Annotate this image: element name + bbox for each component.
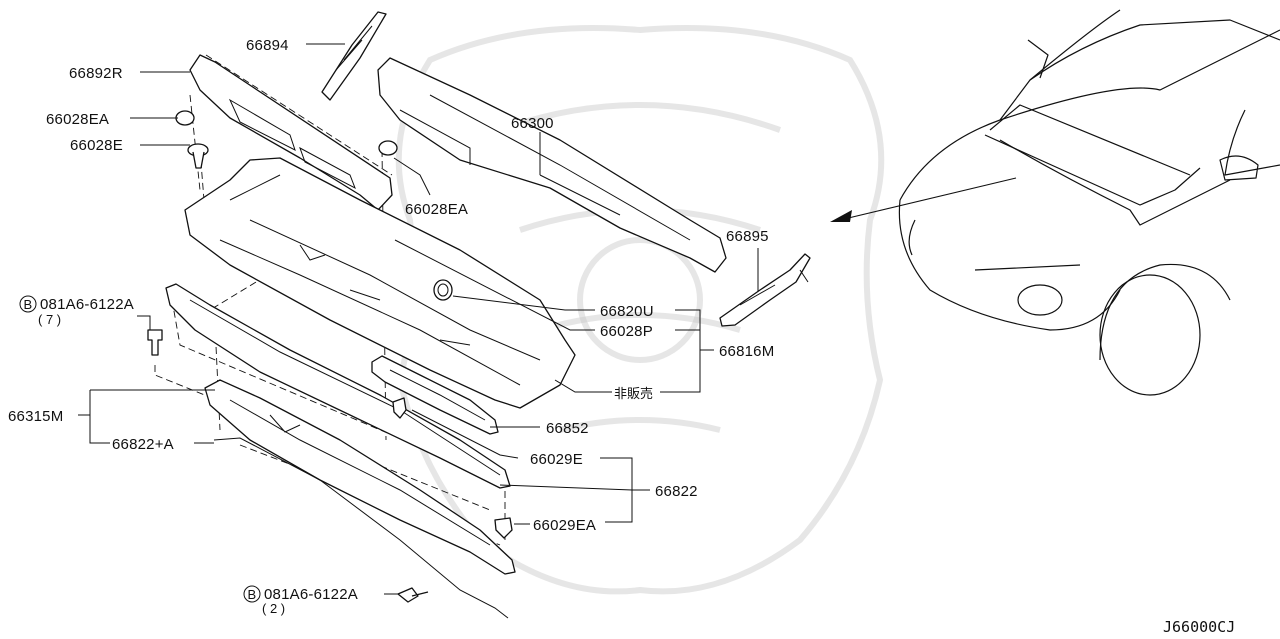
label-66892R: 66892R xyxy=(69,65,123,82)
part-66895-bracket xyxy=(719,253,811,327)
part-66315M-lower-seal xyxy=(204,379,516,619)
part-66852-bracket xyxy=(371,355,499,435)
part-66894-seal xyxy=(321,11,387,101)
label-66894: 66894 xyxy=(246,37,289,54)
leader-lines xyxy=(78,43,759,595)
part-66028EA-clip-mid xyxy=(378,140,398,156)
bolt-bottom-part xyxy=(397,587,429,603)
bolt-top-part xyxy=(147,329,163,356)
part-labels: 66894 66892R 66028EA 66028E 66300 66028E… xyxy=(8,37,1235,636)
label-bolt-bottom-code: 081A6-6122A xyxy=(264,586,358,603)
location-arrow xyxy=(830,177,1017,222)
part-66028EA-clip-top xyxy=(175,110,195,126)
label-66300: 66300 xyxy=(511,115,554,132)
label-bolt-bottom-qty: ( 2 ) xyxy=(262,601,285,616)
bolt-bottom-callout: B 081A6-6122A ( 2 ) xyxy=(243,585,358,616)
label-66822A: 66822+A xyxy=(112,436,174,453)
label-66820U: 66820U xyxy=(600,303,654,320)
vehicle-location-sketch xyxy=(898,9,1280,396)
part-66028E-clip xyxy=(187,143,209,169)
part-cowl-top-assembly xyxy=(184,157,576,409)
label-66816M: 66816M xyxy=(719,343,774,360)
label-66028EA-top: 66028EA xyxy=(46,111,109,128)
bolt-symbol-top: B xyxy=(24,297,33,312)
label-66028EA-mid: 66028EA xyxy=(405,201,468,218)
label-bolt-top-code: 081A6-6122A xyxy=(40,296,134,313)
part-66029E-clip xyxy=(392,397,407,419)
label-66029E: 66029E xyxy=(530,451,583,468)
label-66822: 66822 xyxy=(655,483,698,500)
label-66028E: 66028E xyxy=(70,137,123,154)
label-66895: 66895 xyxy=(726,228,769,245)
part-66029EA-clip xyxy=(494,517,513,539)
bolt-symbol-bottom: B xyxy=(248,587,257,602)
label-66028P: 66028P xyxy=(600,323,653,340)
part-66822-lower-cowl xyxy=(165,283,511,489)
diagram-code: J66000CJ xyxy=(1163,618,1235,636)
label-66029EA: 66029EA xyxy=(533,517,596,534)
label-66852: 66852 xyxy=(546,420,589,437)
label-non-sale: 非販売 xyxy=(614,386,653,401)
label-66315M: 66315M xyxy=(8,408,63,425)
label-bolt-top-qty: ( 7 ) xyxy=(38,312,61,327)
bolt-top-callout: B 081A6-6122A ( 7 ) xyxy=(19,295,134,327)
part-66300-rail xyxy=(377,57,727,273)
